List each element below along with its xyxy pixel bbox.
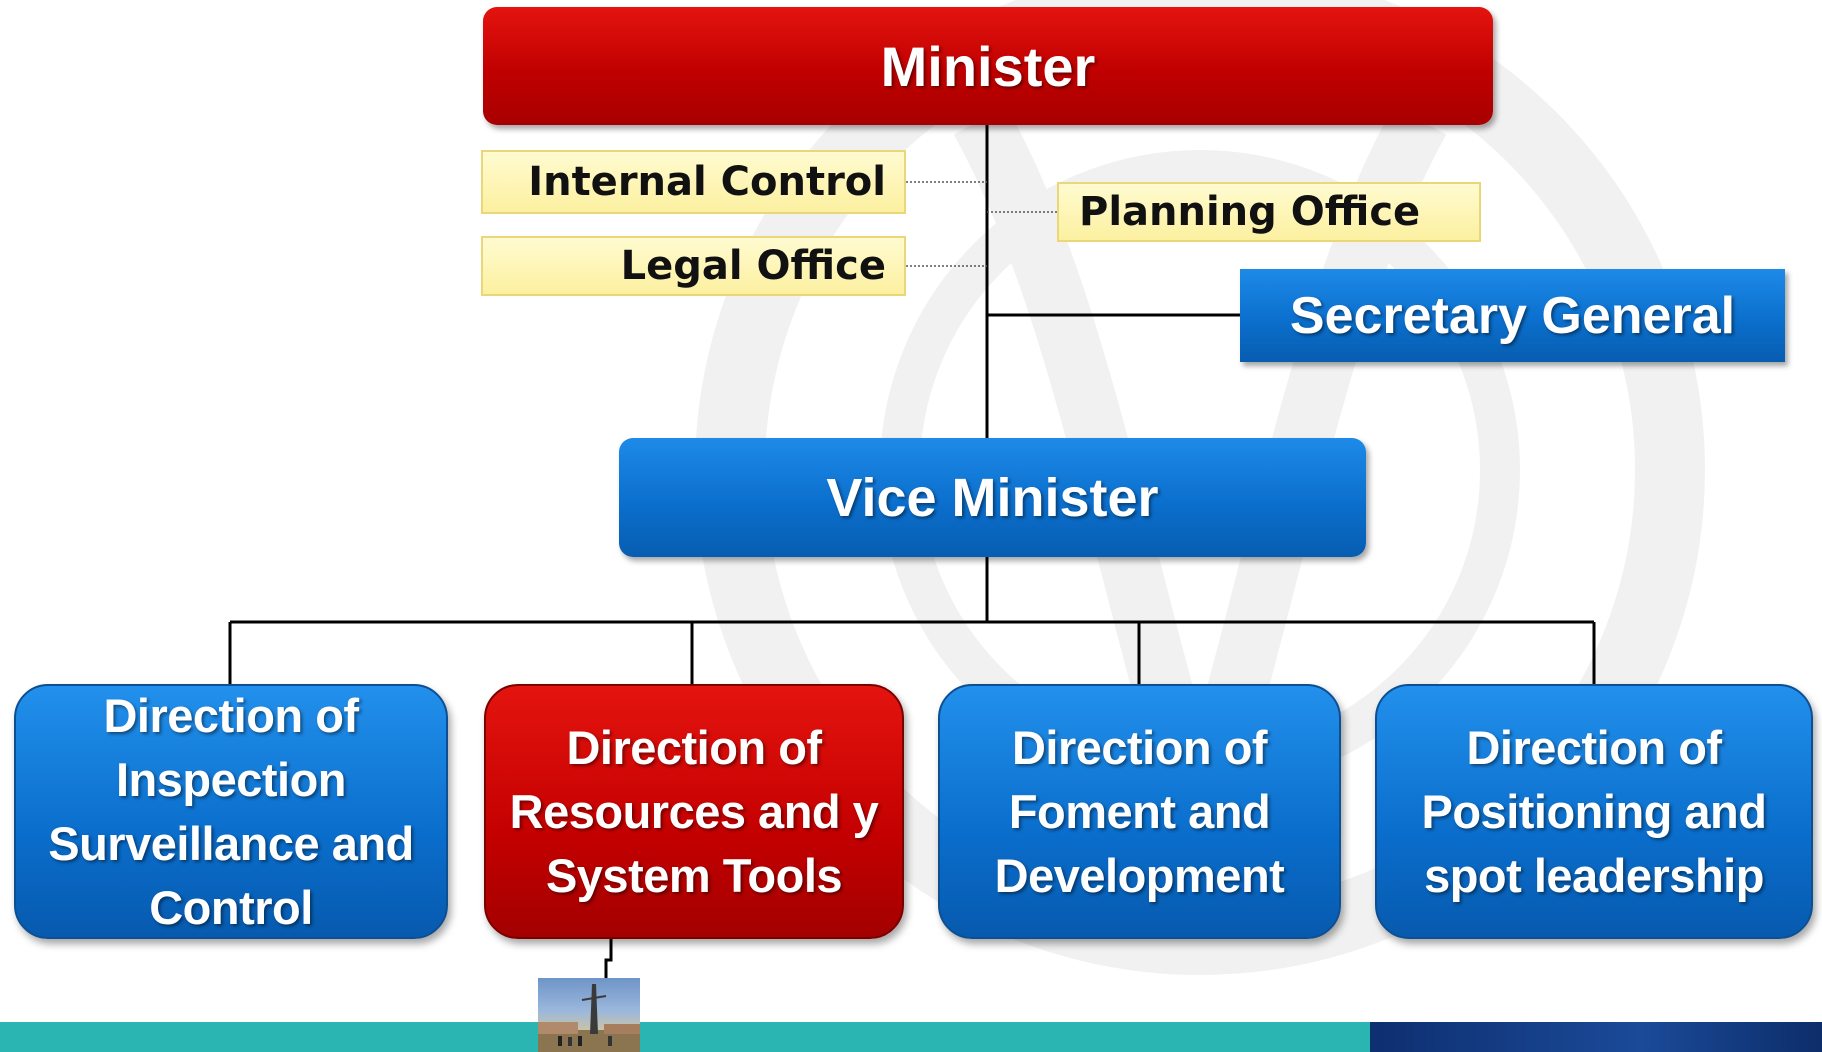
direction-inspection-label: Direction of Inspection Surveillance and… [48, 688, 414, 934]
direction-foment-label: Direction of Foment and Development [994, 720, 1285, 902]
vice-minister-label: Vice Minister [826, 467, 1159, 528]
footer-navy-band [1370, 1022, 1822, 1052]
direction-positioning-box: Direction of Positioning and spot leader… [1375, 684, 1813, 939]
planning-office-label: Planning Office [1079, 189, 1421, 235]
footer-teal-band [0, 1022, 1370, 1052]
legal-office-label: Legal Office [620, 243, 886, 289]
planning-office-box: Planning Office [1057, 182, 1481, 242]
minister-label: Minister [880, 34, 1096, 98]
secretary-general-box: Secretary General [1240, 269, 1785, 362]
direction-resources-label: Direction of Resources and y System Tool… [509, 720, 879, 902]
monument-photo [538, 978, 640, 1052]
legal-office-box: Legal Office [481, 236, 906, 296]
secretary-general-label: Secretary General [1289, 286, 1736, 345]
vice-minister-box: Vice Minister [619, 438, 1366, 557]
direction-foment-box: Direction of Foment and Development [938, 684, 1341, 939]
internal-control-box: Internal Control [481, 150, 906, 214]
direction-positioning-label: Direction of Positioning and spot leader… [1421, 720, 1767, 902]
internal-control-label: Internal Control [528, 159, 886, 205]
minister-box: Minister [483, 7, 1493, 125]
direction-resources-box: Direction of Resources and y System Tool… [484, 684, 904, 939]
direction-inspection-box: Direction of Inspection Surveillance and… [14, 684, 448, 939]
